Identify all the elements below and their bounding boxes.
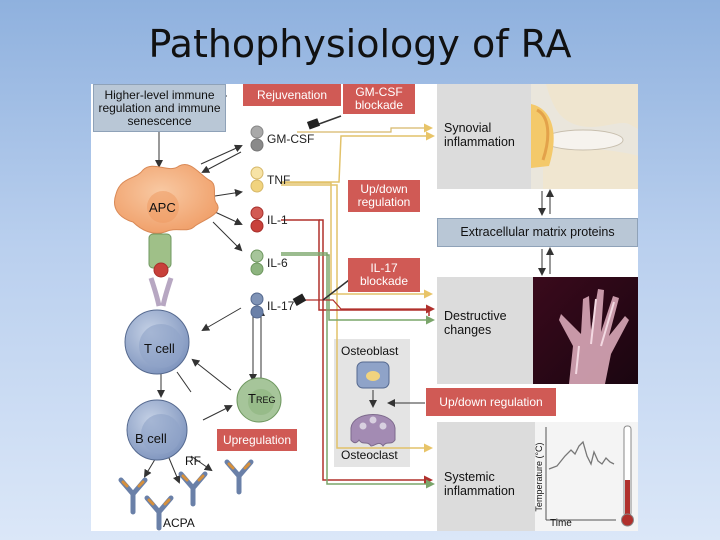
rf-label: RF [185,454,201,468]
chart-ylabel: Temperature (°C) [534,442,544,512]
upregulation-box: Upregulation [217,429,297,451]
cytokine-label-gmcsf: GM-CSF [267,132,315,146]
antibody-icons [118,459,254,531]
acpa-label: ACPA [163,516,195,530]
treg-label-sub: REG [255,395,276,405]
il17-blockade-box: IL-17 blockade [348,258,420,292]
rejuvenation-box: Rejuvenation [243,84,341,106]
systemic-inflammation-label: Systemic inflammation [444,470,515,498]
tcell-label: T cell [144,341,175,356]
osteoblast-cell [356,361,390,389]
osteoclast-cell [350,414,396,447]
hand-xray-image [533,277,638,384]
knee-joint-image [531,84,638,189]
cytokine-label-il1: IL-1 [267,213,288,227]
cytokine-label-il6: IL-6 [267,256,288,270]
destructive-changes-label: Destructive changes [444,309,507,337]
bcell-label: B cell [135,431,167,446]
gmcsf-blockade-bar [306,115,342,130]
cytokine-dots [250,125,264,319]
chart-xlabel: Time [550,518,572,529]
gmcsf-blockade-box: GM-CSF blockade [343,84,415,114]
immune-regulation-box: Higher-level immune regulation and immun… [93,84,226,132]
diagram-figure: Higher-level immune regulation and immun… [91,84,638,531]
slide-title: Pathophysiology of RA [148,22,572,66]
treg-label: TREG [248,391,275,406]
temperature-line [548,440,615,470]
temperature-chart [535,422,638,531]
apc-label: APC [149,200,176,215]
cytokine-label-il17: IL-17 [267,299,295,313]
synovial-inflammation-label: Synovial inflammation [444,121,515,149]
diagram-graphics [114,84,638,531]
cytokine-label-tnf: TNF [267,173,291,187]
osteoblast-label: Osteoblast [341,344,399,358]
osteoclast-label: Osteoclast [341,448,398,462]
il17-blockade-bar [292,279,350,306]
updown-regulation-bottom-box: Up/down regulation [426,388,556,416]
updown-regulation-top-box: Up/down regulation [348,180,420,212]
treg-label-main: T [248,391,256,406]
extracellular-matrix-box: Extracellular matrix proteins [437,218,638,247]
apc-cell [114,164,219,307]
